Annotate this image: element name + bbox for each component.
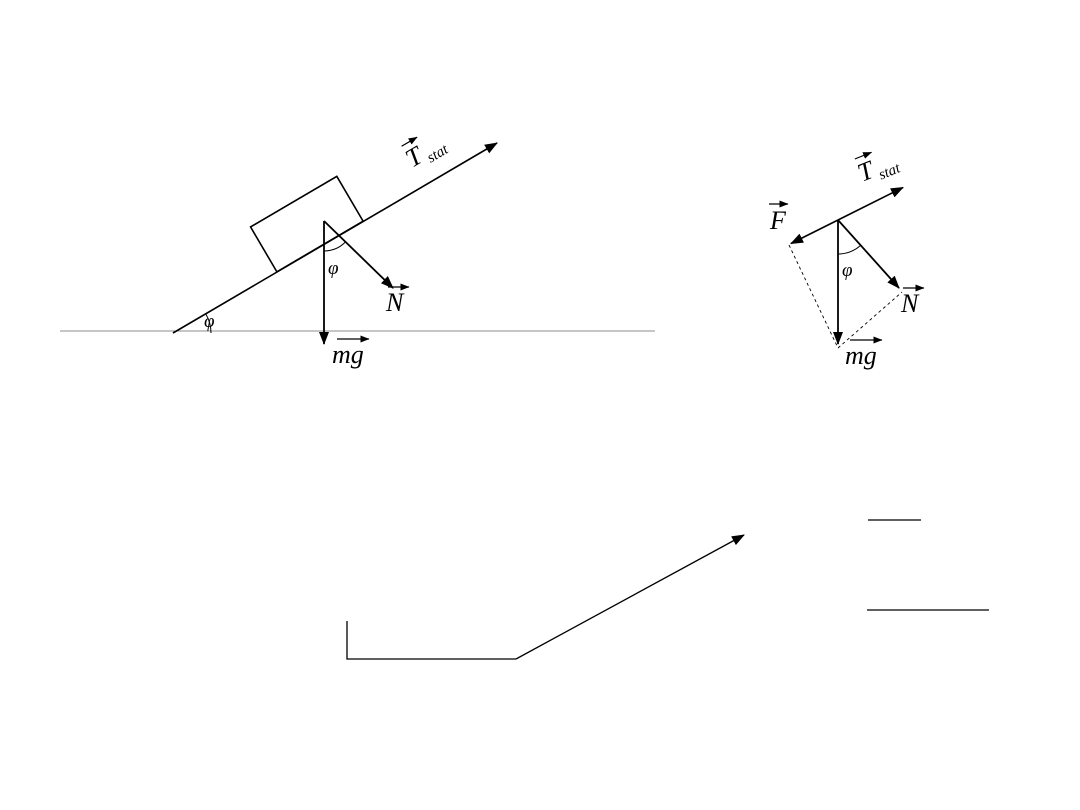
construction-line-right	[837, 291, 903, 349]
angle-label-base: φ	[204, 311, 215, 332]
angle-arc	[837, 245, 861, 255]
incline-direction-arrow	[515, 534, 745, 660]
equation-fraction-bars	[867, 519, 989, 611]
angle-label: φ	[842, 260, 853, 281]
normal-label: N	[385, 288, 405, 317]
tension-letter: T	[853, 155, 879, 188]
normal-vector	[323, 220, 394, 289]
tension-subscript: stat	[877, 160, 904, 183]
tension-vector-hat-icon	[401, 136, 418, 147]
applied-force-vector	[790, 219, 839, 245]
angle-arc-base	[205, 313, 212, 334]
tension-subscript: stat	[424, 141, 452, 166]
normal-vector	[837, 219, 900, 289]
block	[249, 175, 365, 273]
block-outline	[249, 175, 365, 273]
angle-label-vertex: φ	[328, 258, 339, 279]
ground-profile-line	[346, 621, 516, 660]
incline-free-body-diagram: φ φ mg N Tstat	[60, 127, 655, 369]
normal-label: N	[900, 289, 920, 318]
applied-force-label: F	[769, 206, 787, 235]
tension-label-group: Tstat	[853, 145, 903, 190]
weight-label: mg	[845, 341, 877, 370]
tension-vector-hat-icon	[854, 151, 873, 160]
tension-label-group: Tstat	[400, 127, 452, 175]
tension-vector	[837, 186, 904, 221]
incline-profile-sketch	[346, 534, 745, 660]
force-vector-diagram: φ mg N F Tstat	[769, 145, 925, 370]
weight-label: mg	[332, 340, 364, 369]
tension-label: Tstat	[853, 145, 903, 190]
construction-line-left	[788, 244, 839, 349]
tension-label: Tstat	[400, 127, 452, 175]
angle-arc-vertex	[323, 241, 346, 252]
